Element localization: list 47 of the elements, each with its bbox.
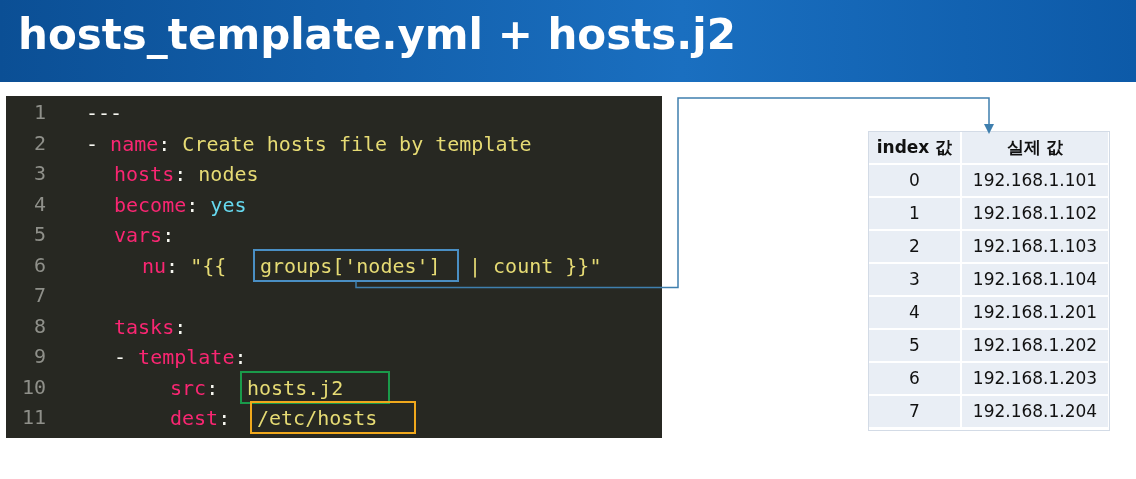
column-header: index 값 [869, 132, 960, 163]
table-cell: 1 [869, 198, 960, 229]
table-cell: 192.168.1.104 [962, 264, 1108, 295]
line-number: 11 [20, 405, 46, 429]
code-line: src: [170, 374, 219, 401]
code-line: hosts: nodes [114, 161, 259, 187]
code-editor-panel [6, 96, 662, 438]
line-number: 9 [32, 344, 46, 368]
connector-arrow [355, 97, 994, 289]
table-cell: 192.168.1.102 [962, 198, 1108, 229]
code-line: tasks: [114, 313, 187, 340]
line-number: 8 [32, 313, 46, 338]
line-number: 6 [32, 252, 46, 277]
title: hosts_template.yml + hosts.j2 [18, 10, 736, 59]
table-cell: 192.168.1.101 [962, 165, 1108, 196]
code-line: - template: [114, 344, 247, 370]
table-cell: 192.168.1.103 [962, 231, 1108, 262]
code-line: - name: Create hosts file by template [86, 130, 532, 157]
value-table [869, 132, 1109, 430]
highlight-box: groups['nodes'] [253, 248, 459, 282]
code-line: dest: [170, 405, 231, 431]
line-number: 4 [32, 191, 46, 216]
column-header: 실제 값 [962, 132, 1108, 163]
code-line: | count }}" [469, 252, 602, 279]
line-number: 5 [32, 222, 46, 246]
line-number: 2 [32, 130, 46, 155]
highlight-box: /etc/hosts [250, 401, 416, 434]
table-cell: 6 [869, 363, 960, 394]
code-line: vars: [114, 222, 175, 248]
table-cell: 0 [869, 165, 960, 196]
table-cell: 192.168.1.202 [962, 330, 1108, 361]
table-cell: 7 [869, 396, 960, 427]
table-cell: 3 [869, 264, 960, 295]
table-cell: 4 [869, 297, 960, 328]
line-number: 1 [32, 100, 46, 124]
code-line: become: yes [114, 191, 247, 218]
table-cell: 192.168.1.204 [962, 396, 1108, 427]
line-number: 10 [20, 374, 46, 399]
table-cell: 5 [869, 330, 960, 361]
code-line: nu: "{{ [142, 252, 227, 279]
table-cell: 192.168.1.201 [962, 297, 1108, 328]
table-cell: 2 [869, 231, 960, 262]
code-line: --- [86, 100, 123, 126]
line-number: 3 [32, 161, 46, 185]
table-cell: 192.168.1.203 [962, 363, 1108, 394]
highlight-box: hosts.j2 [240, 370, 390, 404]
line-number: 7 [32, 283, 46, 307]
